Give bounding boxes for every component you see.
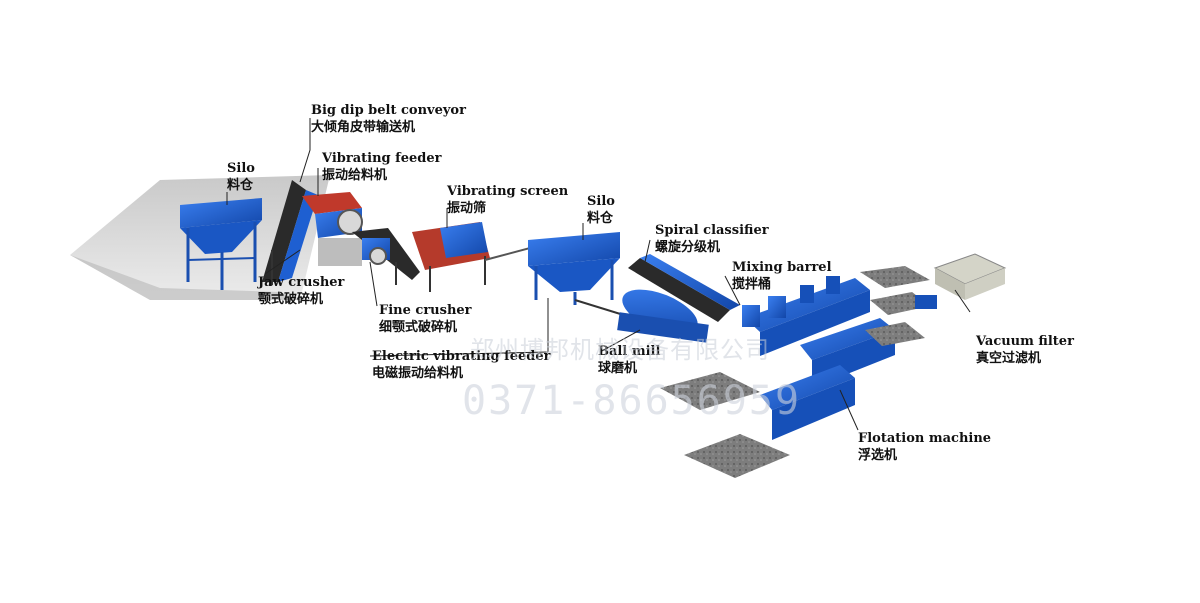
label-vibrating-feeder: Vibrating feeder 振动给料机 (322, 150, 442, 184)
label-mixing-barrel-en: Mixing barrel (732, 260, 832, 275)
label-electric-feeder: Electric vibrating feeder 电磁振动给料机 (372, 348, 550, 382)
silo-1 (180, 198, 262, 290)
label-fine-crusher-zh: 细颚式破碎机 (379, 320, 458, 335)
label-silo-1-en: Silo (227, 161, 255, 176)
label-jaw-crusher: Jaw crusher 颚式破碎机 (258, 274, 344, 308)
label-ball-mill: Ball mill 球磨机 (598, 343, 660, 377)
flotation-row-1 (742, 276, 870, 356)
label-flotation-machine-en: Flotation machine (858, 431, 992, 446)
label-vibrating-screen: Vibrating screen 振动筛 (447, 183, 568, 217)
label-belt-conveyor-en: Big dip belt conveyor (311, 103, 466, 118)
label-vacuum-filter-zh: 真空过滤机 (976, 351, 1042, 366)
classifier-ball-mill (617, 254, 740, 343)
label-belt-conveyor: Big dip belt conveyor 大倾角皮带输送机 (311, 102, 466, 136)
label-vibrating-screen-zh: 振动筛 (447, 201, 487, 216)
label-jaw-crusher-en: Jaw crusher (258, 275, 345, 290)
vibrating-screen (412, 222, 561, 292)
label-mixing-barrel-zh: 搅拌桶 (732, 277, 772, 292)
label-spiral-classifier-zh: 螺旋分级机 (655, 240, 721, 255)
silo-2 (528, 232, 641, 321)
label-spiral-classifier: Spiral classifier 螺旋分级机 (655, 222, 769, 256)
label-silo-2: Silo 料仓 (587, 193, 615, 227)
flotation-row-3 (760, 365, 855, 440)
label-belt-conveyor-zh: 大倾角皮带输送机 (311, 120, 416, 135)
belt-conveyor (262, 180, 318, 285)
fine-crusher (352, 228, 420, 285)
label-vibrating-screen-en: Vibrating screen (447, 184, 569, 199)
label-vibrating-feeder-zh: 振动给料机 (322, 168, 388, 183)
label-electric-feeder-en: Electric vibrating feeder (372, 349, 551, 364)
vacuum-filter (915, 253, 1007, 309)
label-ball-mill-en: Ball mill (598, 344, 661, 359)
label-silo-2-zh: 料仓 (587, 211, 614, 226)
label-silo-1-zh: 料仓 (227, 178, 254, 193)
label-silo-2-en: Silo (587, 194, 615, 209)
label-silo-1: Silo 料仓 (227, 160, 255, 194)
label-flotation-machine-zh: 浮选机 (858, 448, 898, 463)
label-vacuum-filter: Vacuum filter 真空过滤机 (976, 333, 1074, 367)
label-vibrating-feeder-en: Vibrating feeder (322, 151, 442, 166)
label-mixing-barrel: Mixing barrel 搅拌桶 (732, 259, 832, 293)
label-fine-crusher-en: Fine crusher (379, 303, 472, 318)
label-fine-crusher: Fine crusher 细颚式破碎机 (379, 302, 472, 336)
leader-lines (226, 118, 971, 431)
label-jaw-crusher-zh: 颚式破碎机 (258, 292, 324, 307)
label-electric-feeder-zh: 电磁振动给料机 (372, 366, 464, 381)
label-flotation-machine: Flotation machine 浮选机 (858, 430, 991, 464)
label-vacuum-filter-en: Vacuum filter (976, 334, 1074, 349)
feeder-jaw-crusher (302, 192, 363, 266)
label-ball-mill-zh: 球磨机 (598, 361, 638, 376)
label-spiral-classifier-en: Spiral classifier (655, 223, 769, 238)
